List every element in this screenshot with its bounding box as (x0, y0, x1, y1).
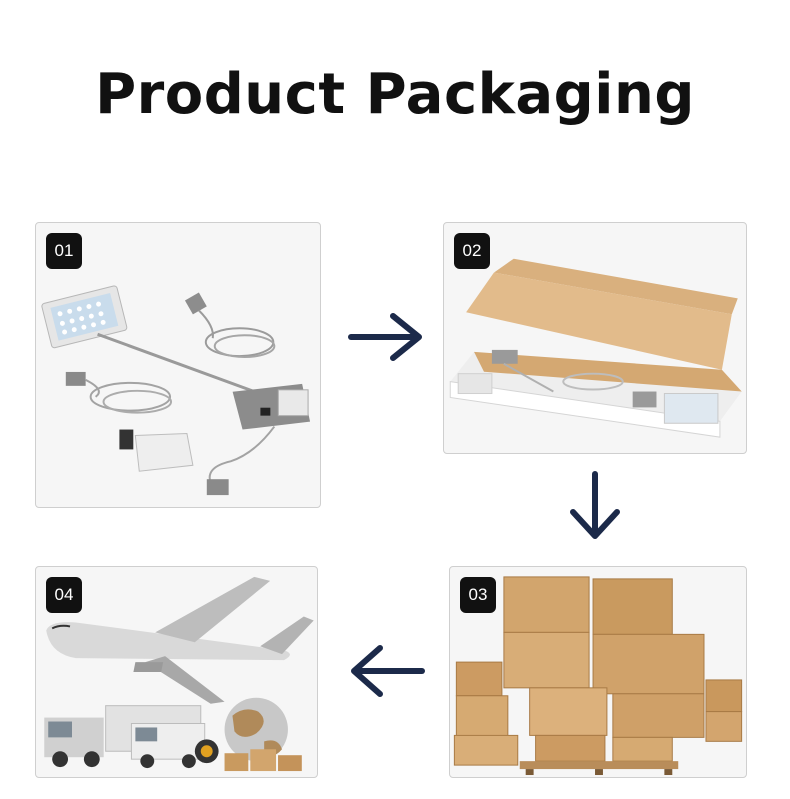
arrow-down-icon (567, 470, 623, 542)
step-04-panel: 04 (35, 566, 318, 778)
page-title: Product Packaging (95, 62, 695, 127)
step-02-panel: 02 (443, 222, 747, 454)
open-box-image (449, 258, 742, 438)
product-light-kit-image (41, 285, 311, 496)
step-01-badge: 01 (46, 233, 82, 269)
step-02-badge: 02 (454, 233, 490, 269)
stacked-cartons-image (453, 576, 743, 776)
arrow-left-icon (348, 644, 426, 698)
step-03-badge: 03 (460, 577, 496, 613)
arrow-right-icon (347, 312, 425, 362)
step-01-panel: 01 (35, 222, 321, 508)
step-04-badge: 04 (46, 577, 82, 613)
step-03-panel: 03 (449, 566, 747, 778)
shipping-transport-image (44, 576, 314, 772)
